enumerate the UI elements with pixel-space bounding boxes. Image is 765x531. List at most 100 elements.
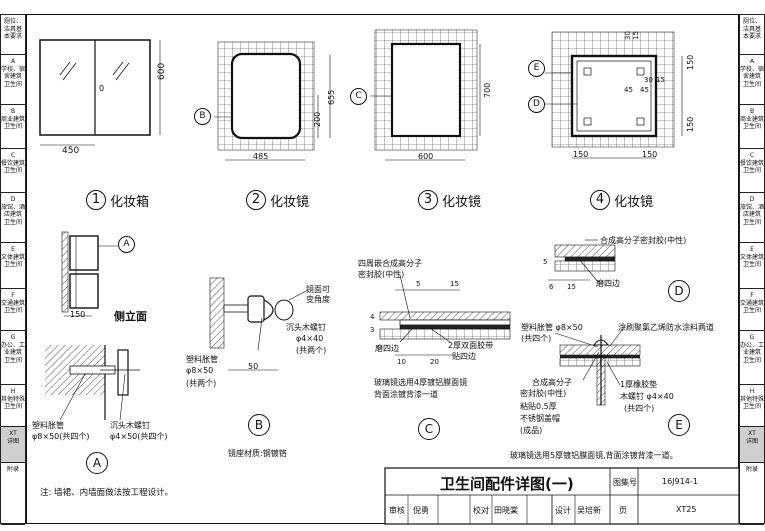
callout-tag-a: A bbox=[118, 236, 135, 253]
caption-text: 化妆箱 bbox=[110, 194, 150, 210]
fig4-left-dim: 150 bbox=[573, 150, 589, 159]
fig4-top-dim: 150 bbox=[686, 54, 695, 70]
checker-name: 田晓棠 bbox=[494, 506, 518, 515]
fig4-30b: 30 bbox=[644, 76, 653, 84]
page-label: 页 bbox=[619, 506, 627, 515]
review-label: 审核 bbox=[389, 506, 405, 515]
designer-name: 吴培新 bbox=[577, 506, 601, 515]
detail-a-anchor-spec: φ8×50(共四个) bbox=[32, 432, 90, 441]
detail-c-d5: 5 bbox=[416, 280, 421, 288]
detail-e-anchor-count: (共四个) bbox=[521, 334, 552, 343]
index-tab-item-10[interactable]: 附录 bbox=[1, 463, 25, 525]
detail-b bbox=[209, 277, 309, 371]
figure-4-mirror bbox=[545, 31, 683, 159]
detail-b-screw-count: (共两个) bbox=[296, 346, 327, 355]
caption-text: 化妆镜 bbox=[270, 194, 310, 210]
fig3-height-dim: 700 bbox=[483, 82, 492, 98]
fig4-15a: 15 bbox=[632, 31, 640, 40]
callout-tag-d: D bbox=[528, 96, 545, 113]
callout-tag-c: C bbox=[350, 88, 367, 105]
index-tab-item-10[interactable]: 附录 bbox=[740, 463, 764, 525]
reviewer-name: 倪勇 bbox=[413, 506, 429, 515]
callout-tag-b: B bbox=[248, 414, 270, 436]
detail-c-note1: 玻璃镜选用4厚镀铝膜面镜 bbox=[374, 378, 468, 387]
detail-d bbox=[548, 239, 616, 283]
side-elevation bbox=[61, 231, 118, 317]
callout-tag-c: C bbox=[418, 418, 440, 440]
side-view-dim: 150 bbox=[70, 310, 86, 319]
detail-c-top2: 密封胶(中性) bbox=[358, 270, 405, 279]
detail-b-anchor-count: (共两个) bbox=[186, 379, 217, 388]
side-view-title: 侧立面 bbox=[114, 310, 147, 323]
fig4-45a: 45 bbox=[624, 86, 633, 94]
atlas-label: 图集号 bbox=[613, 478, 637, 487]
fig2-height2-dim: 200 bbox=[313, 111, 322, 127]
callout-tag-e: E bbox=[528, 60, 545, 77]
detail-b-material: 镜座材质:钢镀铬 bbox=[228, 449, 287, 458]
detail-b-dim: 50 bbox=[248, 362, 259, 371]
detail-e-coating: 涂刷聚氯乙烯防水涂料两道 bbox=[618, 323, 714, 332]
detail-d-d15: 15 bbox=[567, 283, 576, 291]
detail-e bbox=[554, 325, 641, 406]
figure-2-mirror bbox=[214, 41, 331, 161]
detail-b-note2: 变角度 bbox=[306, 295, 330, 304]
fig1-height-dim: 600 bbox=[157, 62, 167, 80]
fig1-width-dim: 450 bbox=[62, 146, 80, 156]
index-tab-item-0[interactable]: 厕位、洁具基本要求 bbox=[740, 15, 764, 55]
fig4-30a: 30 bbox=[624, 31, 632, 40]
detail-c-tape2: 贴四边 bbox=[452, 352, 476, 361]
detail-e-seal5: (成品) bbox=[520, 426, 543, 435]
callout-tag-b: B bbox=[194, 108, 211, 125]
fig4-15b: 15 bbox=[656, 76, 665, 84]
caption-text: 化妆镜 bbox=[614, 194, 654, 210]
atlas-number: 16J914-1 bbox=[662, 477, 698, 486]
page-number: XT25 bbox=[676, 505, 697, 514]
detail-d-d6: 6 bbox=[549, 283, 554, 291]
caption-number-circle: 3 bbox=[418, 190, 438, 210]
detail-a-screw-label: 沉头木螺钉 bbox=[110, 421, 150, 430]
detail-b-anchor-spec: φ8×50 bbox=[186, 366, 214, 375]
caption-number-circle: 2 bbox=[246, 190, 266, 210]
fig4-bottom-dim: 150 bbox=[686, 116, 695, 132]
index-tab-item-0[interactable]: 厕位、洁具基本要求 bbox=[1, 15, 25, 55]
caption-number-circle: 4 bbox=[590, 190, 610, 210]
detail-c-d20: 20 bbox=[430, 358, 439, 366]
detail-e-note: 玻璃镜选用5厚镀铝膜面镜,背面涂镀背漆一道。 bbox=[510, 451, 678, 460]
fig3-width-dim: 600 bbox=[418, 152, 434, 161]
detail-c-d4: 4 bbox=[370, 313, 375, 321]
detail-e-seal2: 密封胶(中性) bbox=[520, 389, 567, 398]
detail-c-edge: 磨四边 bbox=[375, 344, 399, 353]
callout-tag-a: A bbox=[86, 452, 108, 474]
title-block-grid bbox=[384, 467, 740, 525]
detail-d-label: 合成高分子密封胶(中性) bbox=[600, 236, 687, 245]
detail-b-screw-spec: φ4×40 bbox=[296, 334, 324, 343]
figure-1-cabinet bbox=[39, 39, 161, 146]
fig1-hinge-mark: 0 bbox=[99, 84, 105, 93]
detail-a-anchor-label: 塑料胀管 bbox=[32, 421, 64, 430]
detail-b-anchor-label: 塑料胀管 bbox=[186, 355, 218, 364]
check-label: 校对 bbox=[473, 506, 489, 515]
fig2-height-dim: 655 bbox=[327, 89, 336, 105]
